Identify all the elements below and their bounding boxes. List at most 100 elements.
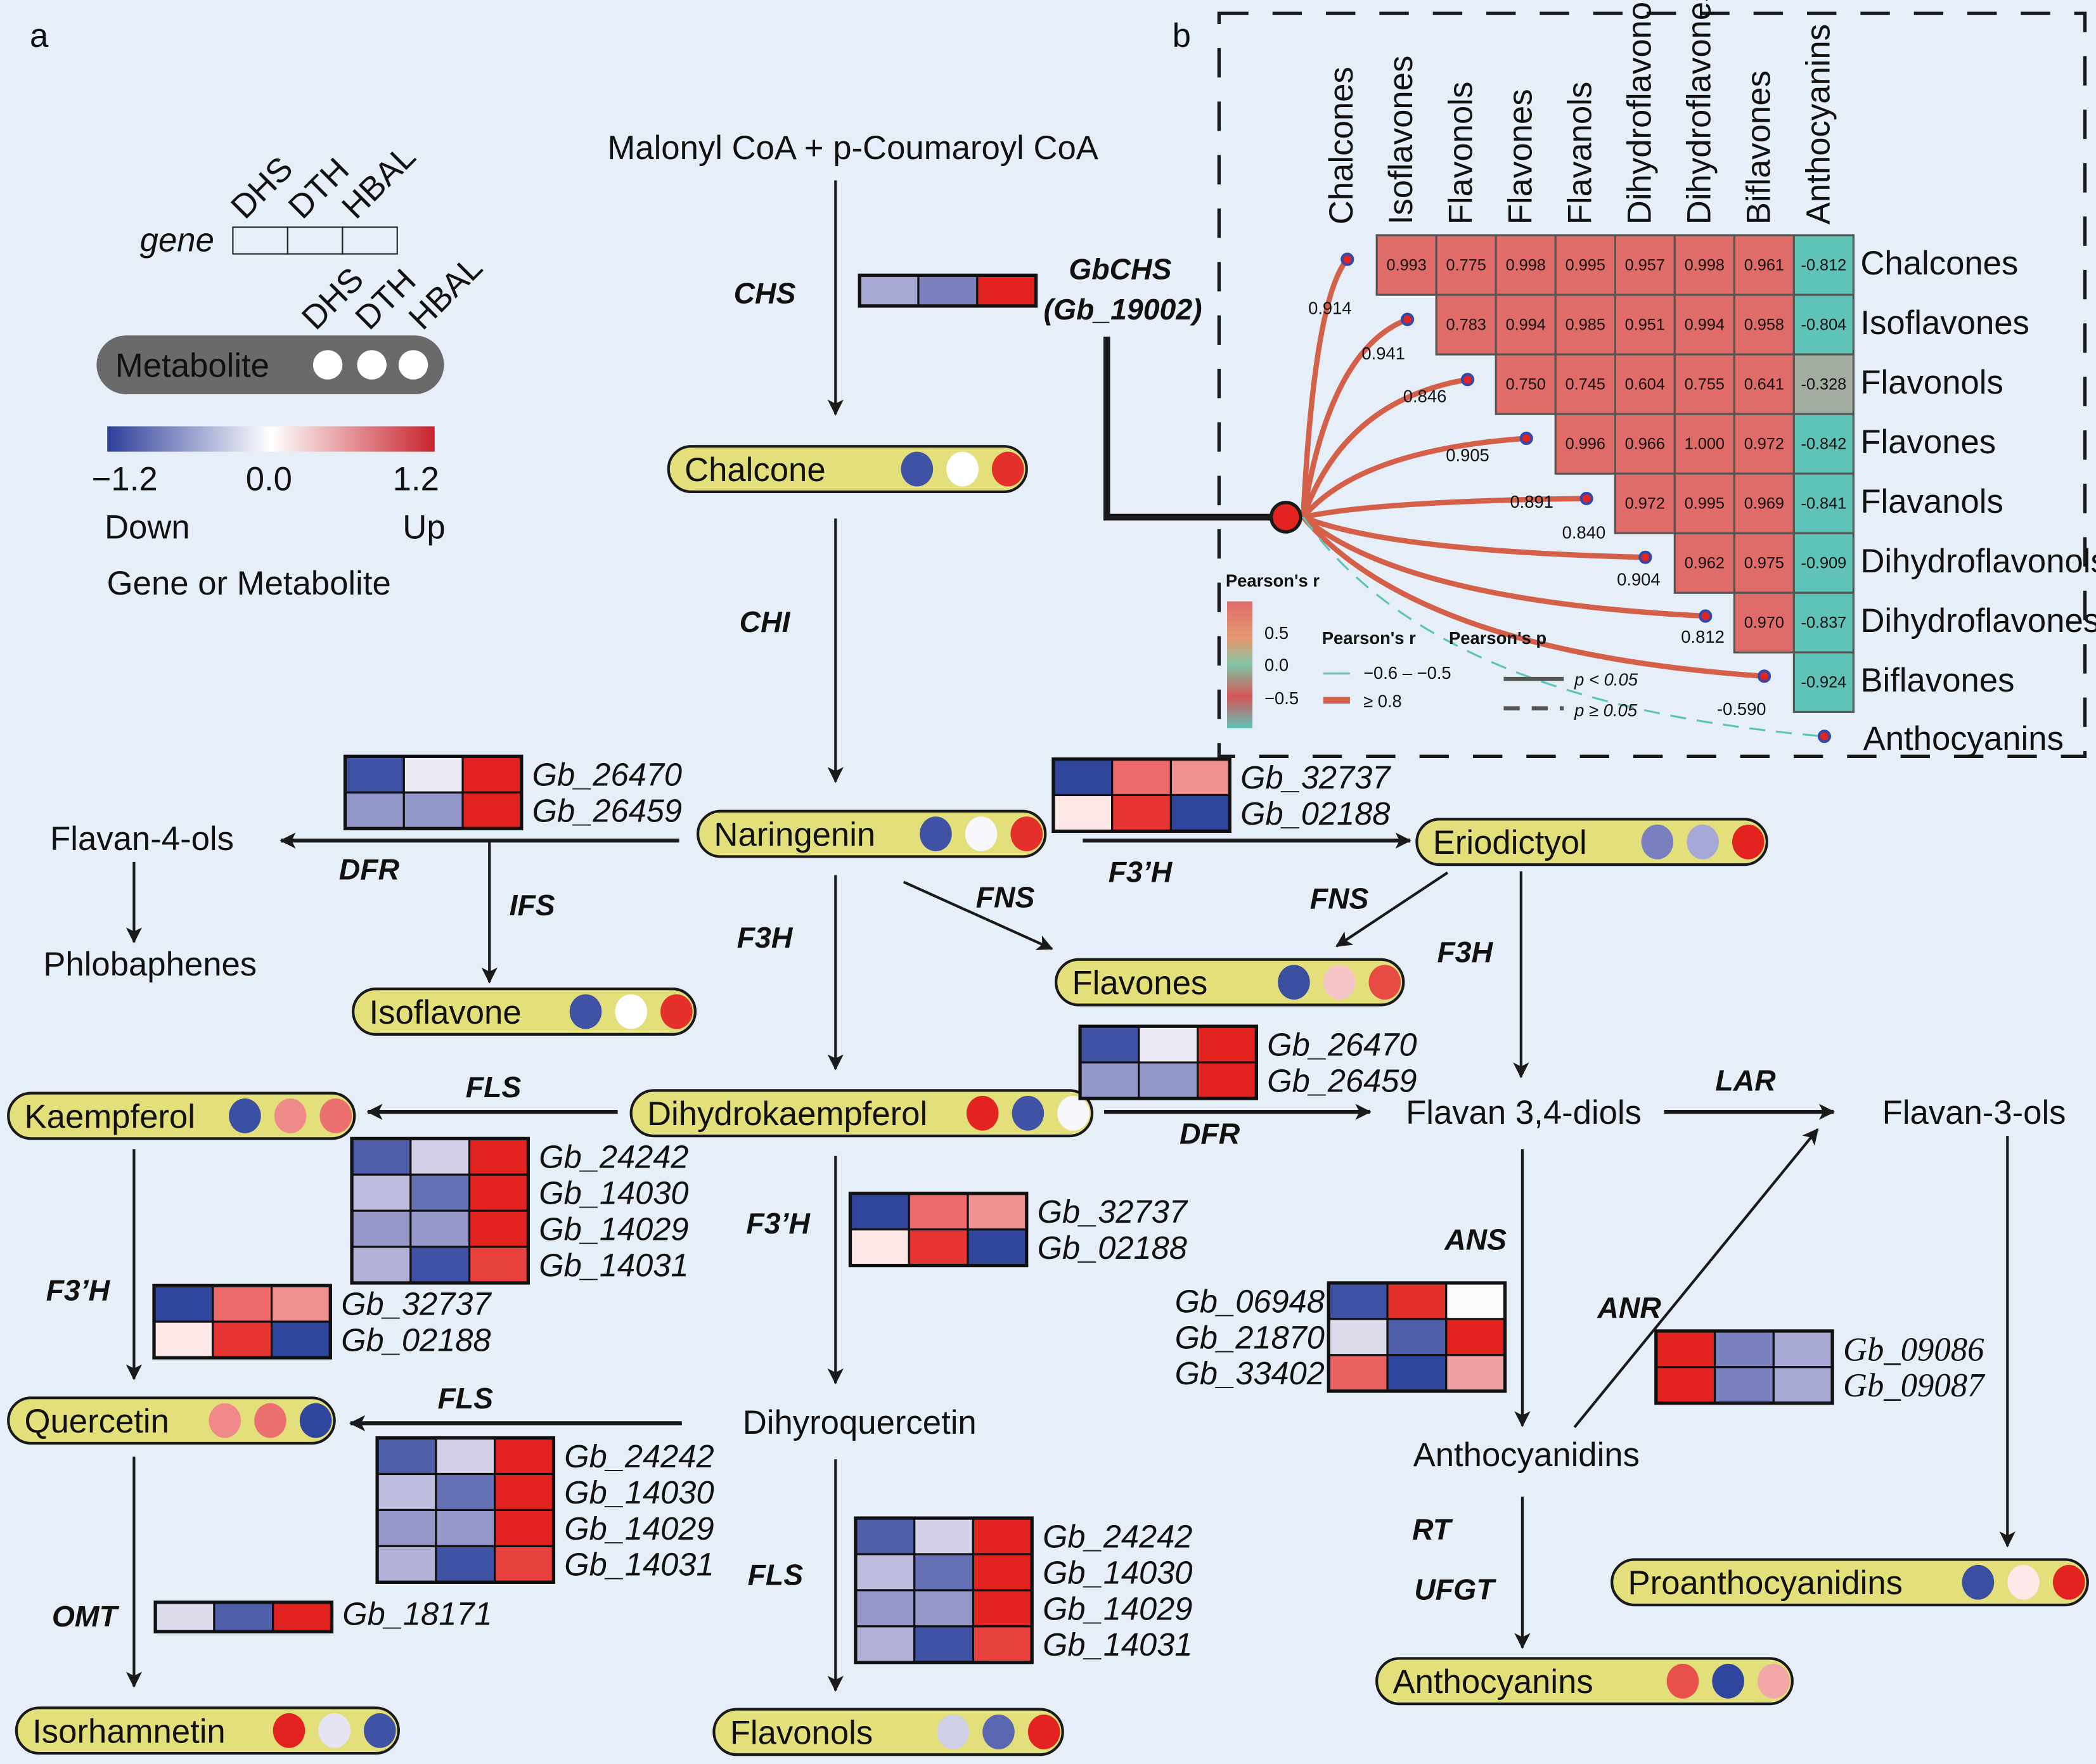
metabolite-legend-pill — [96, 335, 444, 394]
legend-r-negative: −0.6 – −0.5 — [1363, 663, 1451, 683]
gene-label: Gb_14029 — [1043, 1590, 1192, 1626]
heatmap-cell — [1169, 757, 1231, 797]
metabolite-expression-dot — [1057, 1095, 1090, 1131]
pathway-arrow — [1573, 1128, 1819, 1429]
metabolite-expression-dot — [1712, 1663, 1744, 1699]
metabolite-node-isorhamnetin: Isorhamnetin — [15, 1706, 400, 1755]
heatmap-cell — [435, 1509, 496, 1547]
pearson-r-tick: 0.5 — [1264, 623, 1289, 643]
legend-p-significant: p < 0.05 — [1574, 670, 1638, 690]
correlation-value: 0.755 — [1685, 376, 1725, 394]
correlation-value: 0.996 — [1566, 435, 1605, 453]
gene-label: Gb_14031 — [539, 1247, 688, 1283]
heatmap-cell — [409, 1246, 471, 1284]
heatmap-cell — [858, 274, 920, 307]
scale-up-label: Up — [402, 509, 445, 546]
heatmap-cell — [468, 1173, 529, 1212]
heatmap-cell — [849, 1228, 910, 1267]
correlation-cell — [1673, 413, 1735, 475]
heatmap-cell — [1655, 1366, 1716, 1405]
correlation-cell — [1554, 234, 1616, 296]
correlation-cell — [1673, 234, 1735, 296]
heatmap-border — [1051, 757, 1231, 834]
highlight-gene-name: GbCHS — [1069, 253, 1171, 286]
heatmap-cell — [494, 1436, 555, 1476]
heatmap-cell — [468, 1137, 529, 1176]
metabolite-expression-dot — [1323, 965, 1356, 1000]
metabolite-expression-dot — [1278, 965, 1310, 1000]
gene-label: Gb_24242 — [564, 1438, 714, 1474]
metabolite-label: Isorhamnetin — [32, 1713, 226, 1750]
heatmap-cell — [376, 1509, 437, 1547]
correlation-cell — [1792, 472, 1855, 534]
metabolite-node-proanthocyanidins: Proanthocyanidins — [1611, 1558, 2089, 1607]
heatmap-cell — [1197, 1025, 1257, 1064]
metabolite-expression-dot — [965, 816, 998, 852]
link-correlation-value: 0.904 — [1617, 569, 1661, 589]
row-label: Chalcones — [1860, 245, 2018, 282]
metabolite-pill — [7, 1091, 356, 1140]
column-header: Anthocyanins — [1799, 24, 1837, 224]
metabolite-expression-dot — [254, 1403, 286, 1438]
gene-connector-line — [1103, 337, 1273, 521]
correlation-value: 0.975 — [1744, 555, 1784, 572]
heatmap-cell — [494, 1545, 555, 1583]
enzyme-fls3: FLS — [748, 1558, 804, 1591]
metabolite-label: Isoflavone — [369, 994, 521, 1031]
heatmap-cell — [409, 1137, 471, 1176]
gene-label: Gb_33402 — [1175, 1355, 1325, 1391]
correlation-value: 0.994 — [1506, 316, 1546, 334]
correlation-value: 0.998 — [1685, 257, 1725, 274]
metabolite-expression-dot — [920, 816, 952, 852]
heatmap-cell — [213, 1601, 274, 1633]
link-correlation-value: 0.941 — [1361, 344, 1405, 363]
gene-metabolite-link — [1302, 517, 1825, 738]
metabolite-label: Eriodictyol — [1433, 824, 1587, 861]
correlation-value: -0.841 — [1801, 495, 1847, 513]
heatmap-cell — [409, 1209, 471, 1248]
metabolite-class-node — [1579, 491, 1593, 505]
heatmap-cell — [1111, 757, 1173, 797]
heatmap-cell — [1052, 757, 1114, 797]
enzyme-rt: RT — [1412, 1513, 1453, 1546]
metabolite-node-dihydrokaempferol: Dihydrokaempferol — [629, 1089, 1094, 1138]
heatmap-cell — [1079, 1061, 1140, 1100]
heatmap-cell — [270, 1320, 331, 1359]
enzyme-chs: CHS — [734, 277, 796, 310]
metabolite-legend-dot — [312, 350, 343, 380]
metabolite-expression-dot — [1758, 1663, 1790, 1699]
heatmap-border — [375, 1436, 556, 1584]
correlation-value: 0.972 — [1744, 435, 1784, 453]
heatmap-cell — [376, 1436, 437, 1476]
enzyme-chi: CHI — [740, 605, 791, 638]
metabolite-label: Chalcone — [685, 451, 826, 489]
correlation-value: 0.972 — [1625, 495, 1665, 513]
correlation-cell — [1673, 472, 1735, 534]
gene-metabolite-link — [1301, 316, 1409, 518]
metabolite-expression-dot — [1641, 824, 1674, 859]
heatmap-cell — [1386, 1318, 1448, 1356]
enzyme-fns2: FNS — [1310, 882, 1369, 915]
heatmap-cell — [468, 1246, 529, 1284]
gene-label: Gb_02188 — [1038, 1230, 1187, 1266]
pearson-r-legend-title: Pearson's r — [1226, 571, 1320, 591]
heatmap-cell — [435, 1545, 496, 1583]
heatmap-cell — [344, 755, 405, 794]
heatmap-cell — [409, 1173, 471, 1212]
metabolite-label: Naringenin — [714, 816, 875, 854]
correlation-value: 0.985 — [1566, 316, 1605, 334]
metabolite-expression-dot — [982, 1714, 1015, 1749]
correlation-value: -0.328 — [1801, 376, 1847, 394]
metabolite-expression-dot — [937, 1714, 970, 1749]
heatmap-border — [854, 1516, 1034, 1664]
gene-label: Gb_14029 — [564, 1510, 714, 1547]
gene-label: Gb_14030 — [539, 1175, 688, 1211]
column-header: Flavones — [1501, 89, 1539, 224]
correlation-value: -0.924 — [1801, 674, 1847, 692]
pathway-arrow — [903, 880, 1053, 950]
correlation-cell — [1554, 353, 1616, 415]
column-header: Flavanols — [1561, 82, 1598, 225]
